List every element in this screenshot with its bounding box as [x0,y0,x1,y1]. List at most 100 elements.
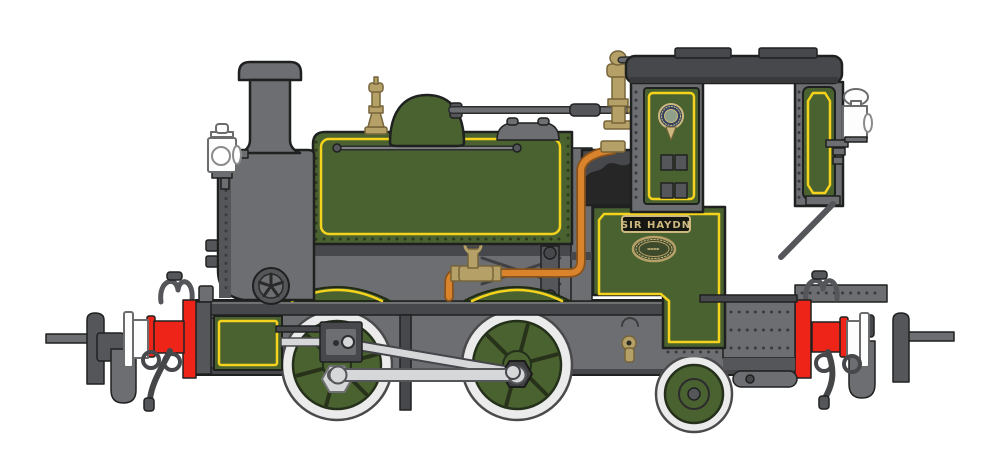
pipe-union [600,140,626,153]
rear-buffer-flange [859,312,870,368]
smokebox-group [205,60,316,305]
big-end [505,364,521,380]
nameplate-panel: SIR HAYDN [591,205,727,363]
crest-pendant [665,126,677,141]
handrail-knob-right [512,143,522,153]
rear-coupling-bar [903,331,955,342]
rear-lamp-step-1 [832,147,846,156]
front-lamp-iron [198,285,214,303]
crest-center [664,109,678,123]
smokebox-tab-2 [205,255,219,268]
roof-vent-board-1 [674,47,732,59]
rear-vacuum-hose [822,349,836,401]
hinge-1b [674,154,688,171]
front-buffer-assembly [123,299,212,412]
filler-lug-1 [506,117,519,126]
valve-collar [607,98,629,107]
coal-load [584,163,639,204]
trailing-wheel [654,354,734,434]
boiler-band-dark [312,243,574,256]
whistle-tip [373,76,379,85]
coupling-rod-boss-front [328,365,348,385]
rear-lamp-base [844,136,868,143]
cab-rear-ledge [805,195,841,206]
hinge-2a [660,182,674,199]
crosshead-pin [341,335,355,349]
cab-step-hanger [732,370,798,388]
keyhole [626,340,632,346]
cylinder-and-motion [203,314,533,411]
cab-rear-lining [806,91,832,195]
tank-body [311,130,574,246]
crest-garter-text [661,106,681,126]
bunker-lower-panels [663,298,798,388]
cylinder-lining [217,319,279,367]
whistle-cone [367,111,385,128]
rear-lamp-bracket [825,139,849,148]
rear-hose-nozzle [818,395,830,410]
filler-cap [496,122,560,141]
rear-buffer-barrel [846,320,862,359]
nameplate [621,215,691,233]
rear-lamp-lens [863,113,873,133]
rear-buffer-shank [811,321,843,353]
chimney [238,78,302,155]
hinge-1a [660,154,674,171]
front-shackle-ring-1 [141,350,161,370]
door-wheel-boss [268,283,274,289]
front-coupling [45,312,137,404]
rod-sleeve [569,103,601,117]
cab-rear-strut [778,201,836,260]
cab [624,47,873,303]
smokebox-tab-1 [205,239,219,252]
works-plate-inner-ring [638,241,670,257]
rear-buffer-assembly [794,299,870,410]
injector-flange-top [543,246,557,260]
cab-door-lining [647,91,696,201]
cab-door-panel [643,87,700,205]
cab-door-hinges [660,154,688,199]
crosshead-bolt [333,340,339,346]
cab-floor-panel-base [723,358,795,370]
front-buffer-flange [123,311,134,368]
cab-crest [658,103,684,141]
door-wheel-spokes [258,272,284,298]
nameplate-text: SIR HAYDN [621,220,691,231]
connecting-rod [351,341,517,376]
rear-buffer-beam [794,299,812,379]
side-panel [591,205,727,350]
front-chain-shackle [166,271,183,281]
works-plate-rim-text [635,239,673,259]
front-lamp-side-lens [232,145,242,165]
rear-lamp [825,88,873,165]
whistle [364,76,388,135]
front-buffer-beam [182,299,197,379]
chimney-cap [237,60,303,82]
cab-step-bolt [745,374,755,384]
rear-lamp-step-2 [832,156,844,165]
coupling-chains [158,270,840,305]
panel-notch [621,317,639,327]
front-vacuum-hose [147,348,173,402]
front-lamp-post [220,177,230,190]
hinge-2b [674,182,688,199]
trailing-wheel-ring [678,378,710,410]
cab-floor-panel [722,298,796,359]
side-panel-lining [597,212,721,344]
rear-chain [803,277,840,304]
cab-roof-underside [630,77,838,83]
front-lamp [207,123,249,190]
whistle-column [371,90,381,108]
rear-splasher [463,286,571,302]
front-coupling-fin [86,312,105,385]
rear-splasher-lining [470,288,564,303]
filler-lug-2 [537,117,550,126]
trailing-wheel-hub [687,387,701,401]
handrail-knob-left [332,143,342,153]
front-chain [158,278,195,305]
roof-vent-board-2 [758,47,818,59]
whistle-base [364,126,388,135]
cab-floor-bar [699,294,798,303]
